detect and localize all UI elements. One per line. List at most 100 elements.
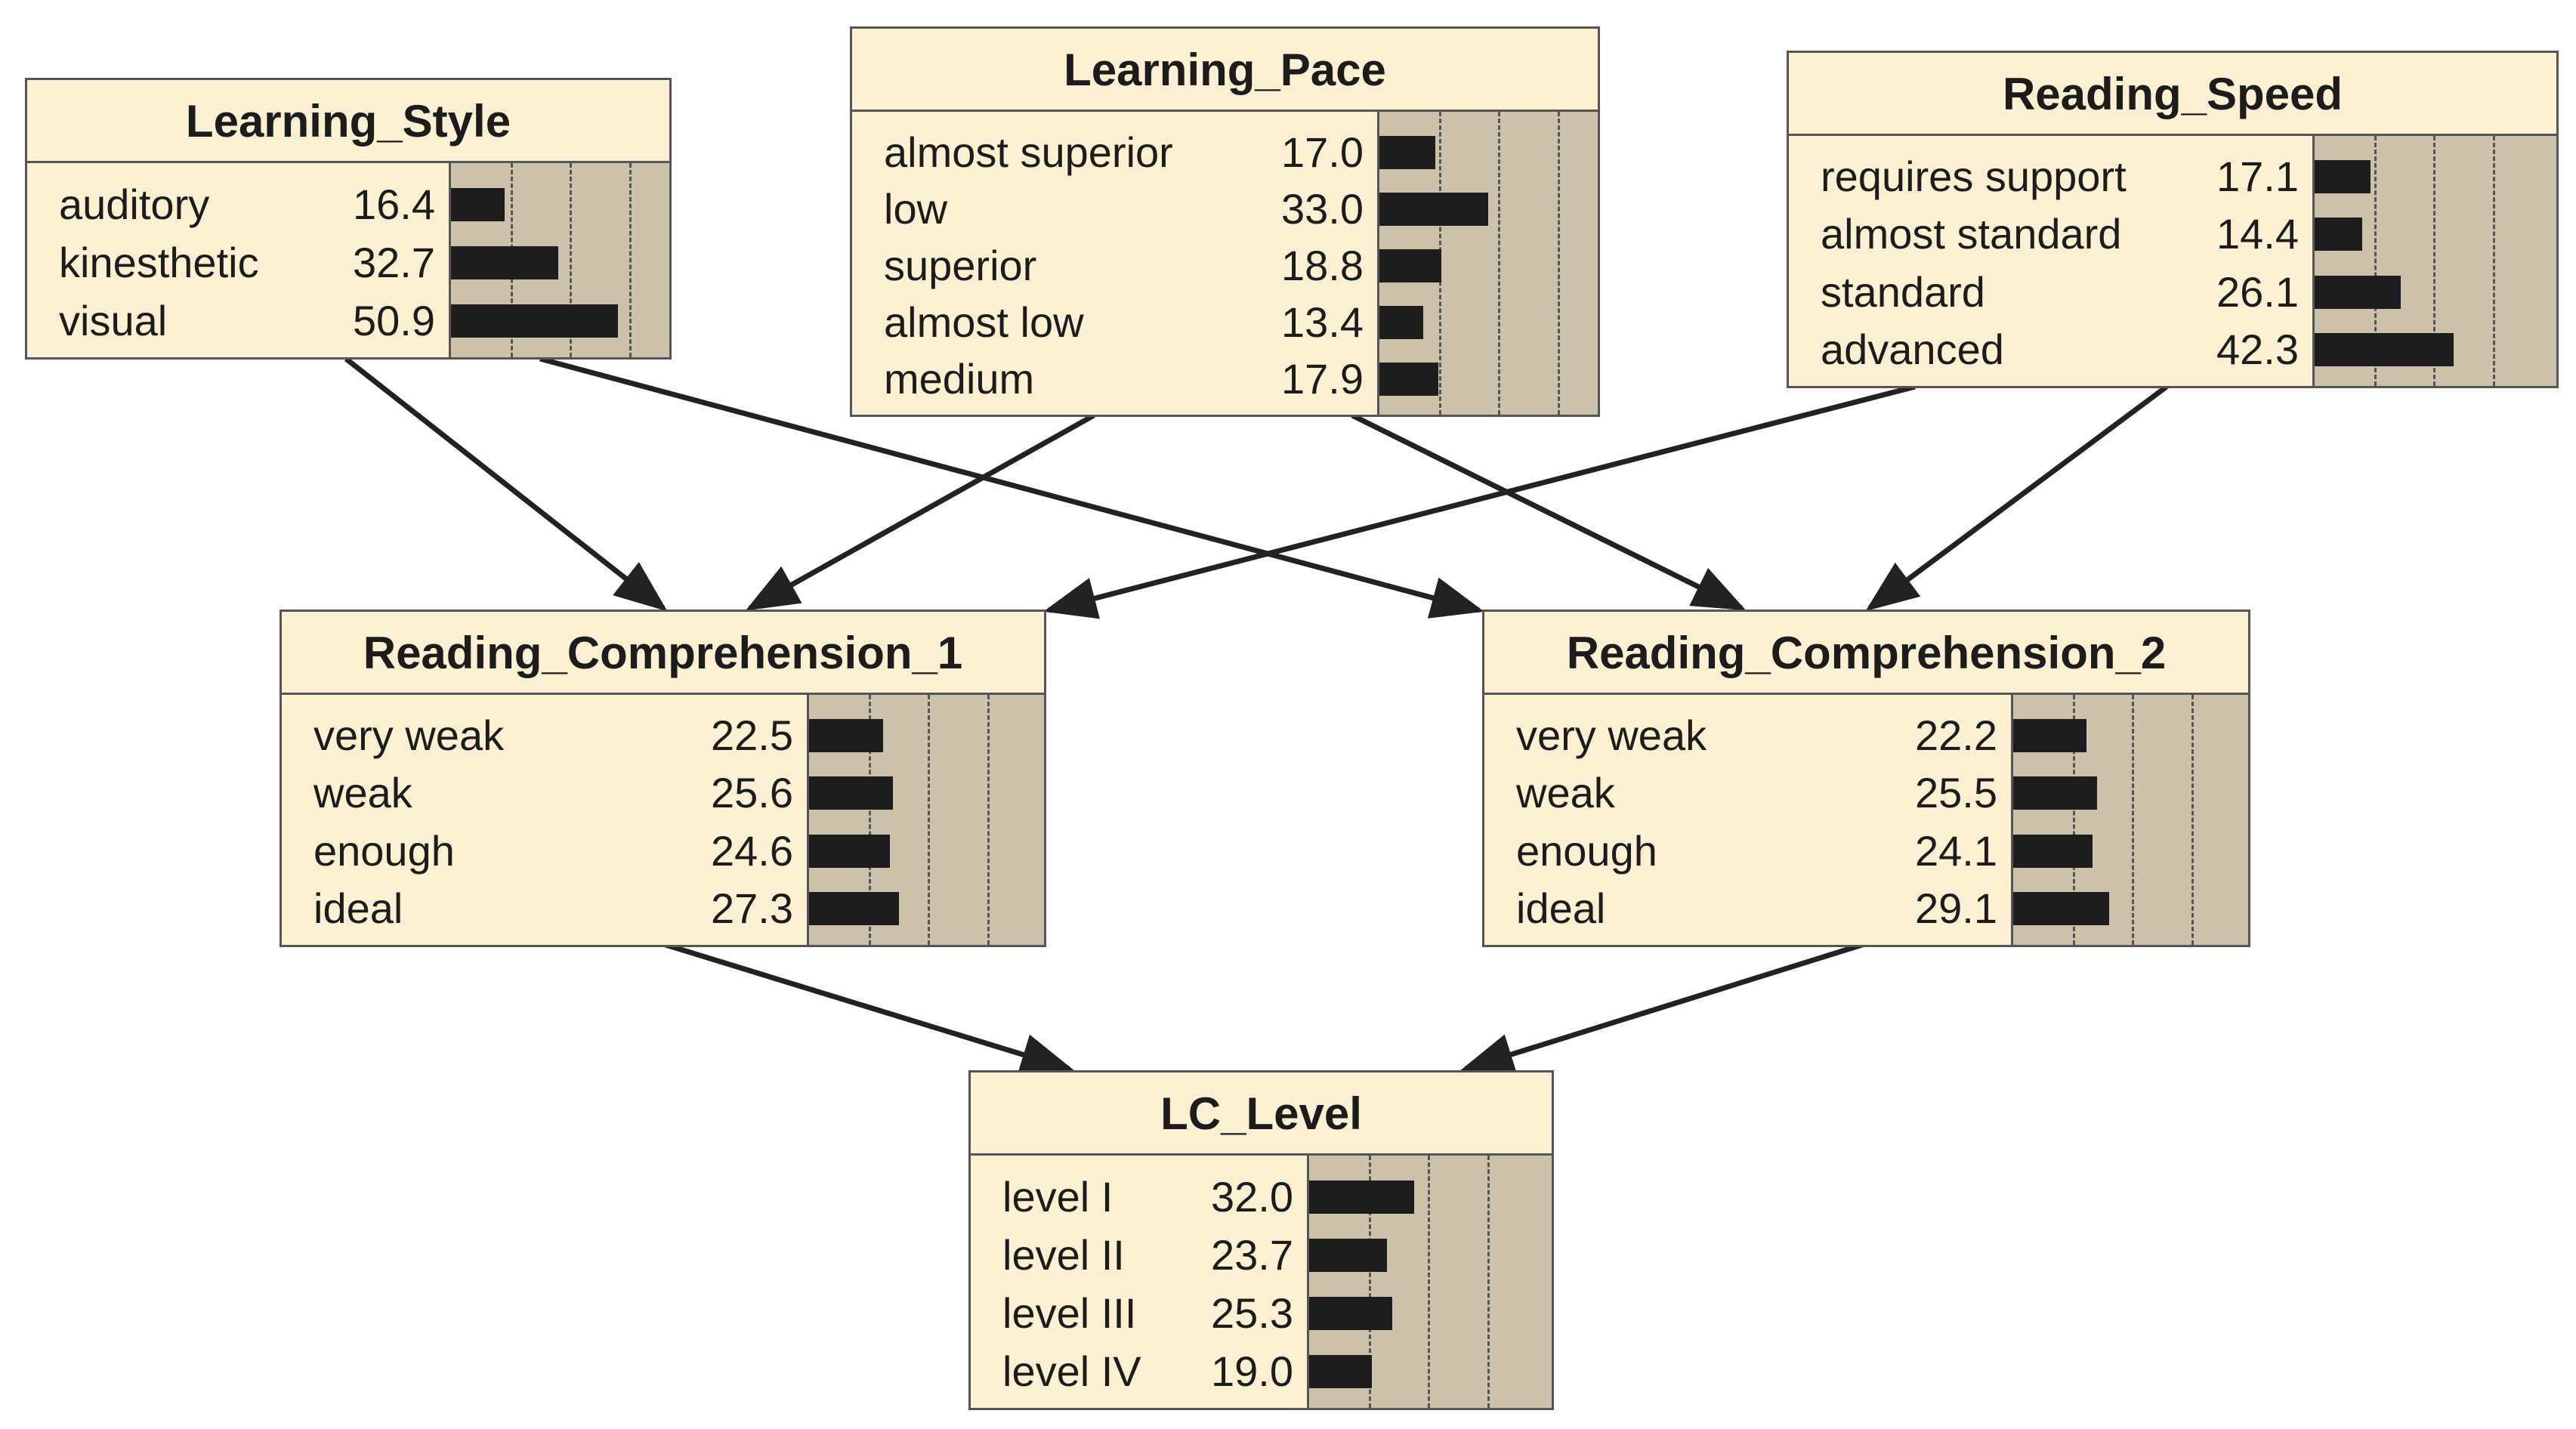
probability-bar <box>2013 776 2097 810</box>
state-value: 33.0 <box>1281 184 1364 233</box>
edge-learning-pace-to-rc2 <box>1351 412 1747 611</box>
state-row: ideal 27.3 <box>282 887 807 930</box>
gridline <box>987 695 990 945</box>
state-row: weak 25.6 <box>282 772 807 814</box>
probability-bar <box>1309 1180 1415 1214</box>
state-label: advanced <box>1821 325 2004 373</box>
state-label: low <box>884 184 948 233</box>
gridline <box>1487 1156 1490 1408</box>
state-value: 24.6 <box>711 826 793 875</box>
state-value: 25.6 <box>711 769 793 817</box>
edge-reading-speed-to-rc2 <box>1865 384 2169 612</box>
node-learning-pace[interactable]: Learning_Pace almost superior 17.0 low 33.0… <box>850 26 1600 417</box>
gridline <box>1368 1156 1371 1408</box>
state-label: kinesthetic <box>59 238 259 286</box>
state-value: 19.0 <box>1211 1347 1293 1395</box>
gridline <box>1558 112 1561 415</box>
state-label: very weak <box>314 711 505 760</box>
state-row: almost low 13.4 <box>852 301 1377 344</box>
probability-bar <box>809 891 899 925</box>
state-value: 14.4 <box>2216 210 2299 258</box>
probability-bar <box>451 245 559 279</box>
probability-bar <box>2013 719 2086 753</box>
gridline <box>629 163 632 357</box>
state-label: weak <box>1516 769 1615 817</box>
gridline <box>2132 695 2135 945</box>
node-title: Reading_Comprehension_1 <box>282 612 1044 695</box>
edge-learning-style-to-rc1 <box>344 356 668 612</box>
probability-bar <box>2315 275 2401 309</box>
probability-bar <box>809 719 883 753</box>
state-label: ideal <box>1516 884 1606 932</box>
state-label: level IV <box>1002 1347 1141 1395</box>
state-value: 17.0 <box>1281 128 1364 176</box>
state-row: auditory 16.4 <box>27 180 449 228</box>
state-label: standard <box>1821 267 1985 316</box>
state-label: visual <box>59 296 168 344</box>
edge-learning-style-to-rc2 <box>539 356 1484 619</box>
state-value: 27.3 <box>711 884 793 932</box>
state-row: almost superior 17.0 <box>852 131 1377 174</box>
state-label: level I <box>1002 1172 1113 1221</box>
probability-bar <box>1379 305 1424 339</box>
state-label: level II <box>1002 1230 1125 1279</box>
probability-plot <box>2011 695 2248 945</box>
probability-bar <box>2013 834 2093 868</box>
state-row: level IV 19.0 <box>971 1350 1307 1393</box>
state-value: 13.4 <box>1281 298 1364 346</box>
state-value: 17.1 <box>2216 153 2299 201</box>
probability-plot <box>2312 136 2556 386</box>
state-value: 24.1 <box>1915 826 1997 875</box>
edge-reading-speed-to-rc1 <box>1043 384 1916 619</box>
node-title: Learning_Style <box>27 80 669 163</box>
probability-bar <box>451 304 619 338</box>
state-row: low 33.0 <box>852 184 1377 233</box>
gridline <box>928 695 931 945</box>
state-label: enough <box>1516 826 1657 875</box>
probability-plot <box>1377 112 1598 415</box>
state-value: 29.1 <box>1915 884 1997 932</box>
node-title: Learning_Pace <box>852 29 1598 112</box>
state-label: weak <box>314 769 412 817</box>
state-value: 17.9 <box>1281 354 1364 403</box>
state-value: 25.3 <box>1211 1289 1293 1337</box>
gridline <box>868 695 871 945</box>
gridline <box>570 163 573 357</box>
state-row: weak 25.5 <box>1484 772 2011 814</box>
state-label: auditory <box>59 180 210 228</box>
state-value: 16.4 <box>353 180 435 228</box>
edge-rc1-to-lc-level <box>662 941 1074 1076</box>
gridline <box>2433 136 2436 386</box>
probability-plot <box>1307 1156 1552 1408</box>
state-label: almost low <box>884 298 1084 346</box>
edge-learning-pace-to-rc1 <box>745 412 1095 611</box>
probability-bar <box>1309 1354 1372 1388</box>
probability-bar <box>1379 248 1441 282</box>
state-value: 25.5 <box>1915 769 1997 817</box>
state-label: very weak <box>1516 711 1707 760</box>
probability-bar <box>1379 135 1435 169</box>
state-label: ideal <box>314 884 403 932</box>
state-label: almost superior <box>884 128 1173 176</box>
